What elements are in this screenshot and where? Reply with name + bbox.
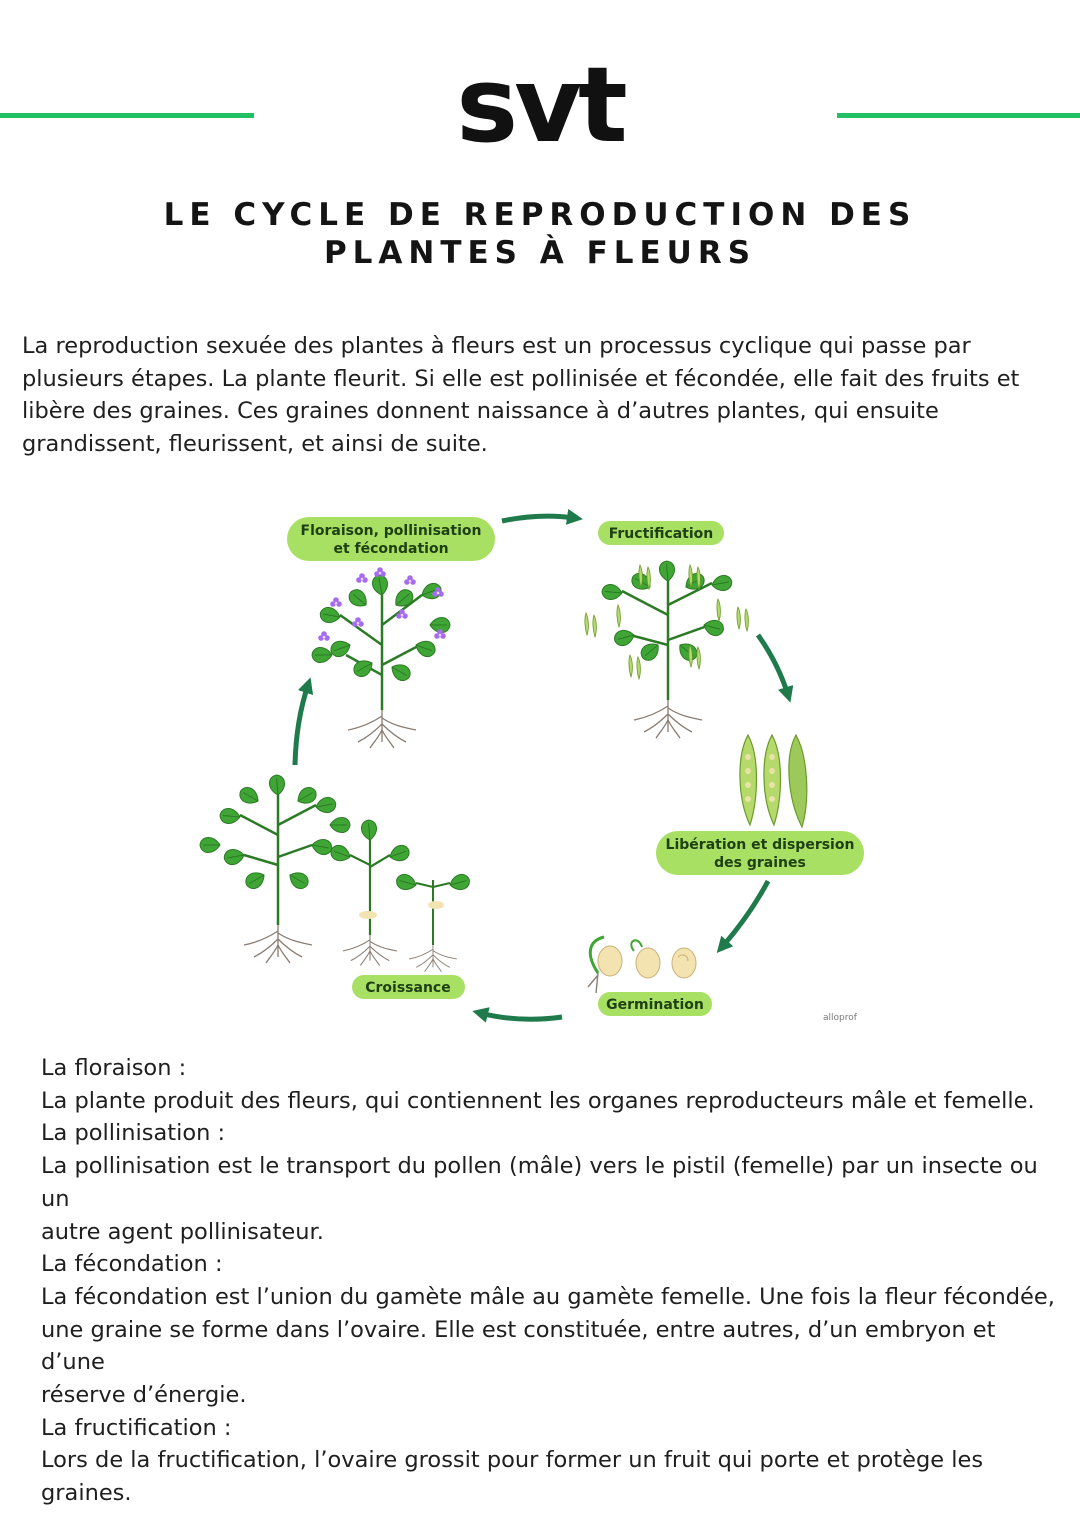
header-rule-right <box>837 113 1080 118</box>
seed-pods-illustration <box>739 733 808 829</box>
definition-heading: La floraison : <box>41 1055 187 1081</box>
definition-text-line: La plante produit des fleurs, qui contie… <box>41 1087 1035 1114</box>
definition-heading: La pollinisation : <box>41 1120 226 1147</box>
svt-logo: svt <box>456 44 627 166</box>
stage-floraison-line2: et fécondation <box>333 541 448 557</box>
cycle-arrow-left <box>292 677 314 766</box>
stage-liberation: Libération et dispersion des graines <box>656 831 864 875</box>
definition-heading: La fécondation : <box>41 1251 223 1278</box>
stage-croissance: Croissance <box>352 975 465 999</box>
intro-line: grandissent, fleurissent, et ainsi de su… <box>22 430 488 457</box>
stage-liberation-line1: Libération et dispersion <box>666 837 855 853</box>
stage-germination-label: Germination <box>606 997 704 1013</box>
header-rule-left <box>0 113 254 118</box>
definition-heading: La fructification : <box>41 1414 232 1441</box>
germinating-seeds-illustration <box>587 935 697 994</box>
definition-text-line: La pollinisation est le transport du pol… <box>41 1153 1038 1212</box>
stage-croissance-label: Croissance <box>365 980 450 996</box>
definition-text-line: graines. <box>41 1480 132 1507</box>
page-title-line2: PLANTES À FLEURS <box>323 235 757 271</box>
flowering-plant-illustration <box>311 567 451 749</box>
definition-text-line: réserve d’énergie. <box>41 1382 247 1409</box>
stage-fructification-label: Fructification <box>609 526 714 542</box>
alloprof-credit: alloprof <box>823 1013 858 1023</box>
definition-text-line: La fécondation est l’union du gamète mâl… <box>41 1283 1055 1310</box>
reproduction-cycle-diagram: Floraison, pollinisation et fécondation … <box>199 508 864 1023</box>
stage-fructification: Fructification <box>598 521 724 545</box>
page-title: LE CYCLE DE REPRODUCTION DES PLANTES À F… <box>140 196 940 272</box>
stage-floraison: Floraison, pollinisation et fécondation <box>287 517 495 561</box>
stage-floraison-line1: Floraison, pollinisation <box>301 523 482 539</box>
definitions-section: La floraison : La plante produit des fleu… <box>41 1052 1061 1510</box>
definition-text-line: Lors de la fructification, l’ovaire gros… <box>41 1447 984 1474</box>
cycle-arrow-top <box>501 508 583 525</box>
intro-line: La reproduction sexuée des plantes à fle… <box>22 333 971 359</box>
growing-plants-illustration <box>199 773 472 973</box>
stage-germination: Germination <box>598 992 712 1016</box>
cycle-arrow-bottom <box>472 1007 563 1023</box>
intro-paragraph: La reproduction sexuée des plantes à fle… <box>22 330 1052 460</box>
definition-text-line: autre agent pollinisateur. <box>41 1218 324 1245</box>
stage-liberation-line2: des graines <box>714 855 806 871</box>
cycle-arrow-right-lower <box>716 879 771 954</box>
intro-line: libère des graines. Ces graines donnent … <box>22 398 939 424</box>
definition-text-line: une graine se forme dans l’ovaire. Elle … <box>41 1316 996 1376</box>
cycle-arrow-right-upper <box>755 633 794 703</box>
intro-line: plusieurs étapes. La plante fleurit. Si … <box>22 365 1020 392</box>
fruiting-plant-illustration <box>584 559 749 739</box>
page-title-line1: LE CYCLE DE REPRODUCTION DES <box>163 197 917 233</box>
